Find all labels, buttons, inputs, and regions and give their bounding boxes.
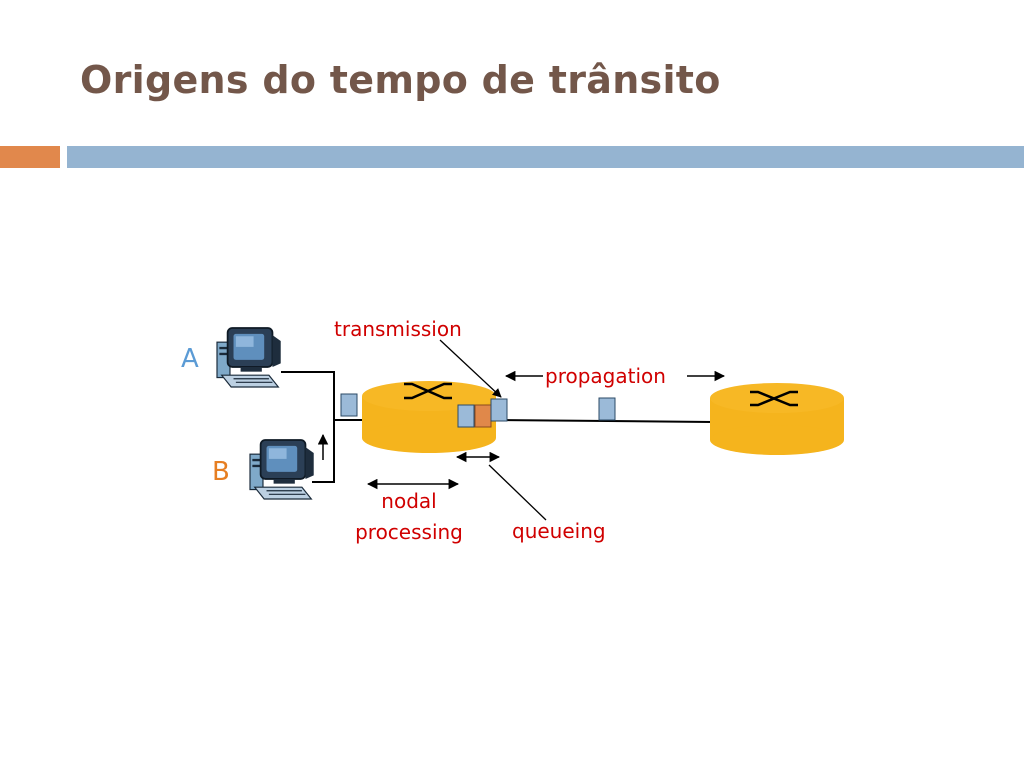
label-transmission: transmission [334,317,462,341]
host-a-computer-icon [216,327,282,388]
queueing-pointer [488,464,547,521]
outgoing-link [493,419,713,423]
packet-queued-2 [474,404,492,428]
host-b-label: B [212,457,230,487]
accent-bar-orange [0,146,60,168]
access-links [281,371,362,483]
transmission-pointer [439,339,502,398]
packet-propagating [598,397,616,421]
host-a-label: A [181,344,199,374]
packet-transmitting [490,398,508,422]
label-nodal: nodal [381,489,436,513]
accent-bar-blue [67,146,1024,168]
slide-title: Origens do tempo de trânsito [80,58,721,102]
label-propagation: propagation [545,364,666,388]
host-b-computer-icon [249,439,315,500]
packet-queued-1 [457,404,475,428]
packet-incoming [340,393,358,417]
label-queueing: queueing [512,519,606,543]
label-processing: processing [355,520,463,544]
router-right-icon [710,383,844,455]
